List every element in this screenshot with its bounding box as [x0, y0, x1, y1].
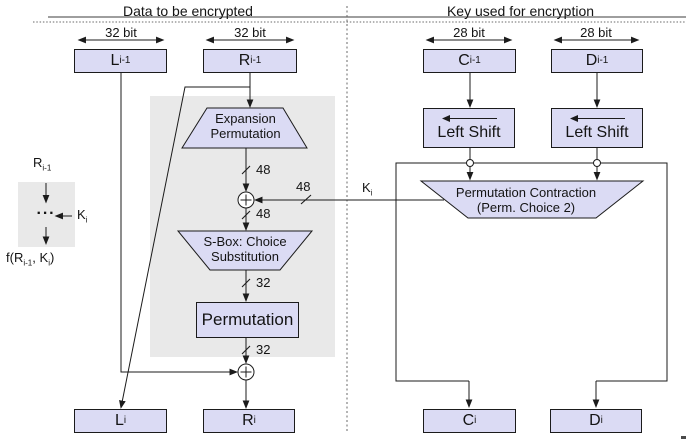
bit-width-l: 32 bit [105, 25, 137, 40]
xor-output-icon [237, 363, 255, 381]
permutation-contraction-shape [419, 180, 645, 219]
register-l-next-label: L [114, 412, 124, 429]
section-title-data: Data to be encrypted [123, 3, 253, 19]
left-shift-d-block: Left Shift [551, 108, 643, 148]
register-d-prev-label: D [585, 52, 598, 69]
wire-label-subkey-in: 48 [296, 179, 311, 194]
wire-rprev-to-lnext [119, 86, 250, 409]
legend-output-label: f(Ri-1, Ki) [6, 250, 55, 268]
register-r-next-label: R [242, 412, 254, 429]
left-arrow-icon [442, 115, 497, 122]
wire-label-sbox-out: 32 [256, 275, 271, 290]
register-d-next-label: D [589, 412, 601, 429]
left-arrow-icon [570, 115, 625, 122]
wire-lprev-to-xor [120, 73, 238, 376]
sbox-label: S-Box: Choice Substitution [203, 234, 287, 265]
legend-input-label: Ri-1 [33, 155, 52, 173]
permutation-block: Permutation [196, 302, 299, 338]
wire-label-expansion-out: 48 [256, 162, 271, 177]
subkey-label: Ki [362, 180, 373, 198]
left-shift-c-block: Left Shift [423, 108, 515, 148]
register-c-next-label: C [462, 412, 475, 429]
bit-width-d: 28 bit [580, 25, 612, 40]
legend-dots: ··· [36, 205, 56, 222]
slash-32-b [241, 345, 251, 355]
key-loop-wire [395, 162, 668, 382]
legend-key-label: Ki [77, 207, 88, 225]
wire-label-permutation-out: 32 [256, 342, 271, 357]
permutation-contraction-label: Permutation Contraction (Perm. Choice 2) [455, 185, 597, 216]
data-wires [42, 72, 601, 409]
left-shift-d-label: Left Shift [565, 124, 629, 141]
left-shift-c-label: Left Shift [437, 124, 501, 141]
slash-48-b [300, 194, 312, 205]
section-title-key: Key used for encryption [446, 3, 595, 19]
expansion-permutation-label: Expansion Permutation [210, 111, 281, 142]
junction-dot-d [593, 159, 601, 167]
sbox-shape [176, 230, 314, 271]
slash-48-c [241, 210, 251, 220]
bit-width-c: 28 bit [453, 25, 485, 40]
expansion-permutation-shape [181, 107, 308, 149]
bit-width-r: 32 bit [234, 25, 266, 40]
register-c-prev-label: C [458, 52, 470, 69]
wire-label-xor-out: 48 [256, 206, 271, 221]
trapezoid-blocks [176, 107, 645, 271]
register-r-prev-label: R [238, 52, 251, 69]
slash-32-a [241, 278, 251, 288]
bus-slash-ticks [241, 165, 312, 355]
corner-artifact [681, 436, 686, 439]
register-l-prev-label: L [110, 52, 120, 69]
xor-f-input-icon [237, 191, 255, 209]
junction-dot-c [466, 159, 474, 167]
slash-48-a [241, 165, 251, 175]
